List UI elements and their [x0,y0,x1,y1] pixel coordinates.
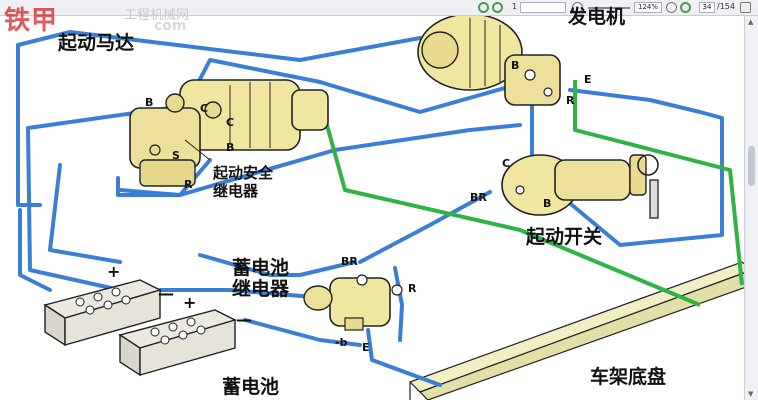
terminal-relay-b: B [226,141,235,154]
terminal-battery-relay-e: E [362,341,370,354]
fit-page-icon[interactable] [680,2,691,13]
starter-motor [129,79,329,187]
frame-chassis-rail [408,261,754,400]
wire-top-left-loop [16,30,422,207]
watermark-domain: com [154,18,187,34]
battery-2-plus: + [183,293,197,312]
green-wires [318,80,744,307]
battery-1 [43,279,162,347]
battery-2-minus: — [236,310,252,329]
label-starter-motor: 起动马达 [58,32,135,54]
wire-relay-e-to-frame [366,328,442,387]
wire-alt-right-down [558,88,724,247]
label-starter-safety-relay-line2: 继电器 [213,182,259,200]
terminal-relay-c-top: C [200,102,209,115]
vertical-scrollbar[interactable]: ▲ ▼ [744,16,758,400]
terminal-battery-relay-br: BR [341,255,358,268]
terminal-switch-c: C [502,157,511,170]
scroll-thumb[interactable] [748,146,755,186]
label-frame-chassis: 车架底盘 [590,366,667,388]
next-page-icon[interactable] [740,2,751,13]
wire-green-alt-to-frame [573,80,744,286]
wire-switch-br-to-battery-relay [358,190,492,264]
terminal-battery-relay-r: R [408,282,417,295]
terminal-alternator-r: R [566,94,575,107]
site-watermark: 铁甲 工程机械网 com [4,0,189,37]
current-page-field[interactable]: 34 [699,2,715,13]
wire-battery-to-starter-left [26,106,172,292]
wire-alt-right-to-relay [393,266,404,342]
terminal-relay-s: S [172,149,180,162]
label-battery-relay-line1: 蓄电池 [232,257,290,279]
terminal-relay-c: C [226,116,235,129]
page-number-label: 1 [512,2,518,11]
terminal-battery-relay-b: -b [335,336,348,349]
zoom-slider[interactable] [588,7,630,9]
wire-green-starter-to-frame [318,99,701,307]
scroll-up-icon[interactable]: ▲ [748,18,754,26]
wire-battery-relay-to-battery [158,288,327,300]
label-starter-safety-relay-line1: 起动安全 [213,164,274,182]
page-number-input[interactable] [520,2,566,13]
wire-battery-minus-to-relay [243,318,362,347]
terminal-relay-r: R [184,178,193,191]
leader-line-safety-relay [184,139,211,161]
terminal-switch-br: BR [470,191,487,204]
zoom-level-field[interactable]: 124% [634,2,662,13]
terminal-alternator-e: E [584,73,592,86]
label-battery-relay-line2: 继电器 [232,278,290,300]
label-battery: 蓄电池 [222,376,280,398]
wire-starter-to-alternator-top [183,58,542,114]
wire-left-down [18,208,52,292]
terminal-alternator-b: B [511,59,520,72]
wire-battery-relay-loop [198,253,357,277]
start-switch [501,154,659,219]
total-pages-label: /154 [717,2,735,11]
back-icon[interactable] [492,2,503,13]
watermark-site-name: 工程机械网 [124,8,190,23]
refresh-icon[interactable] [478,2,489,13]
label-alternator: 发电机 [568,6,626,28]
zoom-in-icon[interactable] [666,2,677,13]
battery-1-plus: + [107,262,121,281]
battery-relay [303,274,403,331]
viewer-toolbar: 1 124% 34 /154 [0,0,758,16]
wire-starter-loop-lower [48,163,122,264]
label-start-switch: 起动开关 [526,226,603,248]
scroll-down-icon[interactable]: ▼ [748,390,754,398]
battery-2 [118,309,237,377]
zoom-out-icon[interactable] [572,2,583,13]
terminal-switch-b: B [543,197,552,210]
watermark-logo: 铁甲 [4,6,59,36]
terminal-starter-b: B [145,96,154,109]
battery-1-minus: — [158,284,174,303]
alternator [417,13,561,106]
